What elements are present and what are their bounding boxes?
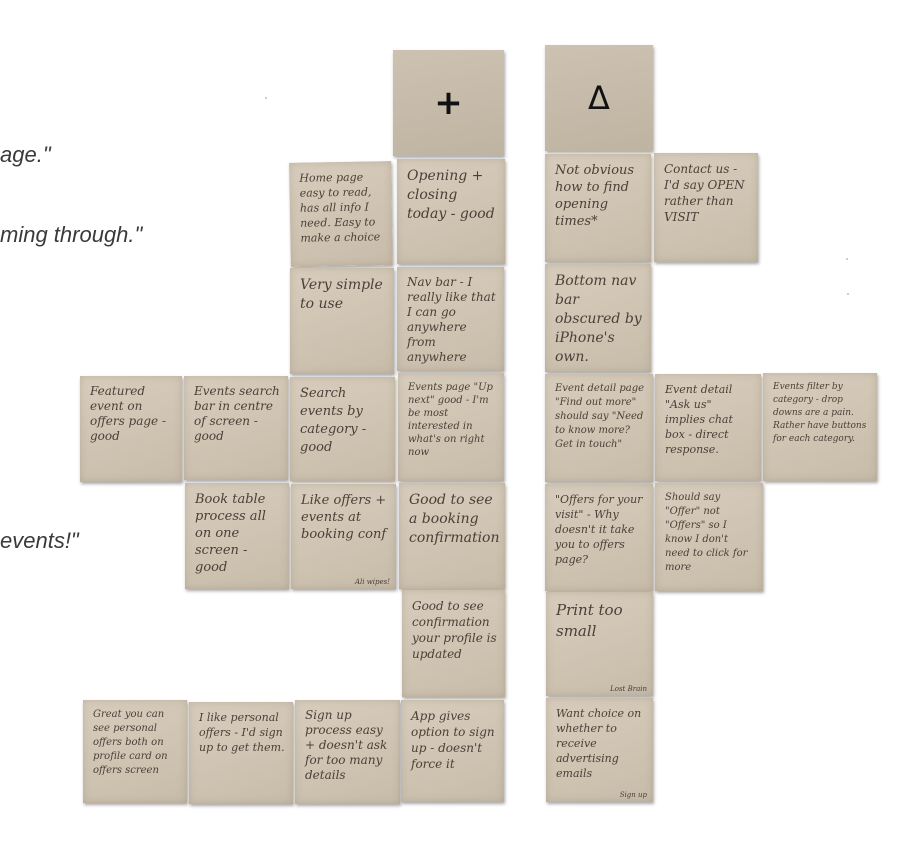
note-like-offers: Like offers + events at booking conf Ali… <box>291 484 396 589</box>
note-text: Nav bar - I really like that I can go an… <box>407 275 496 364</box>
note-text: Event detail page "Find out more" should… <box>555 383 645 450</box>
plus-header-card: + <box>393 50 504 156</box>
note-opening: Opening + closing today - good <box>397 159 505 264</box>
note-text: Print too small <box>556 601 623 640</box>
note-personal-offers: I like personal offers - I'd sign up to … <box>189 702 293 804</box>
note-app-gives: App gives option to sign up - doesn't fo… <box>401 700 504 802</box>
note-text: Great you can see personal offers both o… <box>93 709 168 776</box>
note-text: Events filter by category - drop downs a… <box>773 382 867 444</box>
note-featured-event: Featured event on offers page - good <box>80 376 182 482</box>
note-text: I like personal offers - I'd sign up to … <box>199 711 285 754</box>
note-text: Good to see a booking confirmation <box>409 492 500 546</box>
note-event-detail-find: Event detail page "Find out more" should… <box>545 374 653 482</box>
quote-2: ming through." <box>0 222 143 247</box>
note-contact-us: Contact us - I'd say OPEN rather than VI… <box>654 153 758 262</box>
note-signature: Sign up <box>619 791 647 799</box>
note-very-simple: Very simple to use <box>290 268 394 374</box>
note-text: Very simple to use <box>300 277 383 312</box>
note-bottom-nav: Bottom nav bar obscured by iPhone's own. <box>545 264 651 372</box>
note-home-page: Home page easy to read, has all info I n… <box>289 161 393 267</box>
quote-3: events!" <box>0 528 79 553</box>
note-offers-visit: "Offers for your visit" - Why doesn't it… <box>545 484 653 591</box>
quote-1: age." <box>0 142 51 167</box>
note-great-personal: Great you can see personal offers both o… <box>83 700 187 803</box>
note-text: Featured event on offers page - good <box>90 384 167 443</box>
note-events-page: Events page "Up next" good - I'm be most… <box>398 373 504 481</box>
delta-symbol: Δ <box>588 79 610 117</box>
note-good-profile: Good to see confirmation your profile is… <box>402 590 505 697</box>
note-text: Opening + closing today - good <box>407 168 495 222</box>
note-signature: Ali wipes! <box>354 578 390 586</box>
speck <box>265 97 267 99</box>
plus-symbol: + <box>434 83 463 123</box>
note-text: Should say "Offer" not "Offers" so I kno… <box>665 492 748 573</box>
note-text: Want choice on whether to receive advert… <box>556 707 642 780</box>
note-text: Event detail "Ask us" implies chat box -… <box>665 383 733 456</box>
note-text: Search events by category - good <box>300 386 367 455</box>
note-sign-up: Sign up process easy + doesn't ask for t… <box>295 700 400 804</box>
note-book-table: Book table process all on one screen - g… <box>185 483 289 589</box>
note-print-small: Print too small Lost Brain <box>546 592 653 696</box>
note-text: Contact us - I'd say OPEN rather than VI… <box>664 162 745 224</box>
note-search-events: Search events by category - good <box>290 377 395 481</box>
note-want-choice: Want choice on whether to receive advert… <box>546 698 653 802</box>
note-text: Home page easy to read, has all info I n… <box>299 170 381 245</box>
note-signature: Lost Brain <box>610 685 647 693</box>
note-good-booking: Good to see a booking confirmation <box>399 483 505 589</box>
note-events-search: Events search bar in centre of screen - … <box>184 376 288 480</box>
note-text: "Offers for your visit" - Why doesn't it… <box>555 493 643 566</box>
note-text: Not obvious how to find opening times* <box>555 163 635 229</box>
delta-header-card: Δ <box>545 45 653 151</box>
note-text: Events page "Up next" good - I'm be most… <box>408 382 493 458</box>
note-text: Good to see confirmation your profile is… <box>412 599 497 661</box>
note-nav-bar: Nav bar - I really like that I can go an… <box>397 267 504 371</box>
speck <box>847 293 849 295</box>
note-text: Like offers + events at booking conf <box>301 493 387 542</box>
note-should-say: Should say "Offer" not "Offers" so I kno… <box>655 483 763 591</box>
note-not-obvious: Not obvious how to find opening times* <box>545 154 651 262</box>
note-event-detail-ask: Event detail "Ask us" implies chat box -… <box>655 374 761 481</box>
note-text: Book table process all on one screen - g… <box>195 492 266 575</box>
note-events-filter: Events filter by category - drop downs a… <box>763 373 877 481</box>
speck <box>846 258 848 260</box>
note-text: Bottom nav bar obscured by iPhone's own. <box>555 273 642 365</box>
note-text: Sign up process easy + doesn't ask for t… <box>305 708 388 782</box>
note-text: Events search bar in centre of screen - … <box>194 384 280 443</box>
note-text: App gives option to sign up - doesn't fo… <box>411 709 495 771</box>
